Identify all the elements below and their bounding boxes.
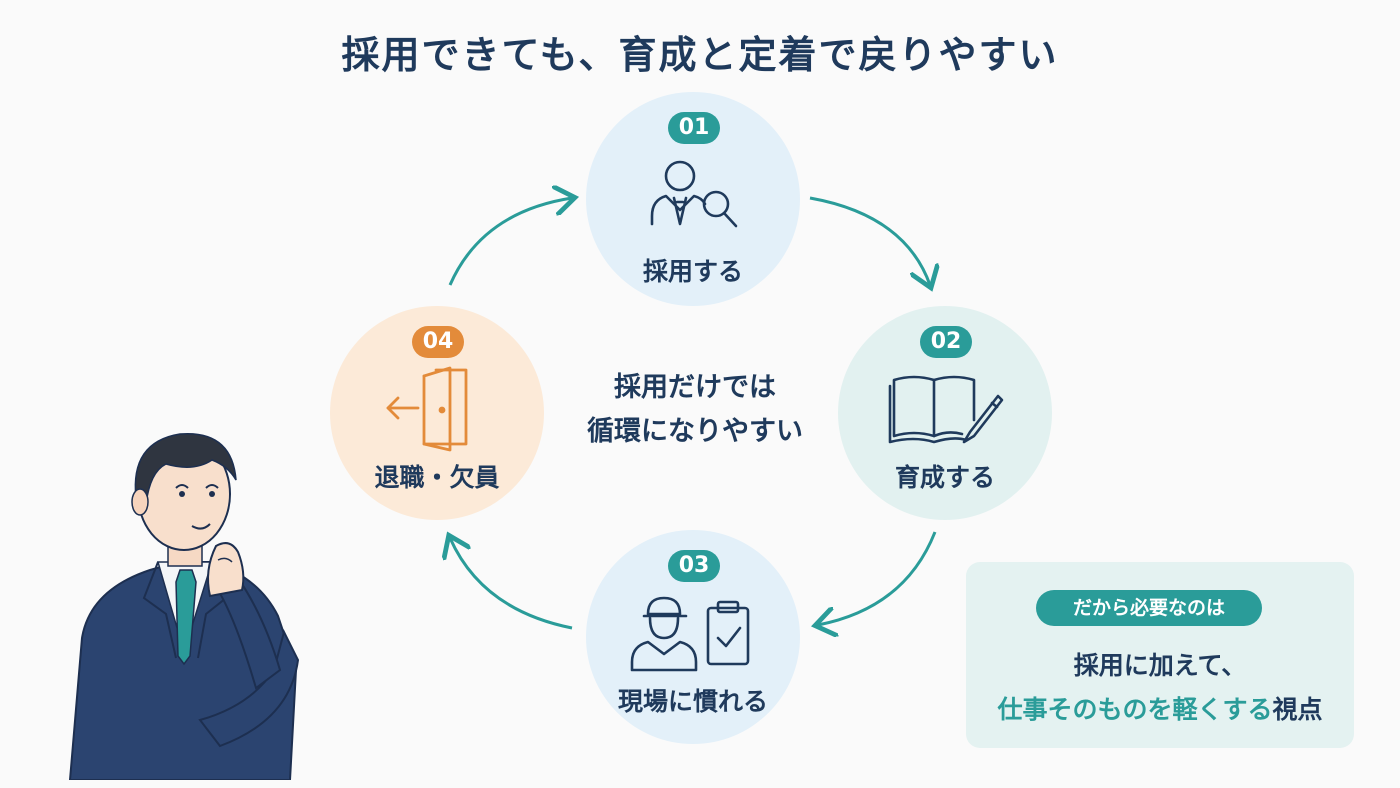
- step-01-label: 採用する: [642, 257, 743, 286]
- page-title: 採用できても、育成と定着で戻りやすい: [341, 33, 1059, 77]
- step-03-badge: 03: [668, 550, 720, 582]
- step-03-label: 現場に慣れる: [617, 687, 768, 716]
- center-message: 採用だけでは 循環になりやすい: [540, 366, 850, 454]
- step-04-badge: 04: [412, 326, 464, 358]
- step-04-circle: 04 退職・欠員: [330, 306, 544, 520]
- arrow-02-to-03: [818, 531, 937, 625]
- arrow-04-to-01: [448, 198, 572, 286]
- callout-line-1: 採用に加えて、: [1073, 651, 1247, 680]
- worker-clipboard-icon: [630, 596, 750, 672]
- step-03-circle: 03 現場に慣れる: [586, 530, 800, 744]
- center-line-1: 採用だけでは: [614, 372, 776, 403]
- recruit-search-icon: [650, 160, 738, 228]
- callout-box: だから必要なのは 採用に加えて、 仕事そのものを軽くする視点: [966, 562, 1354, 748]
- step-04-label: 退職・欠員: [374, 463, 500, 492]
- step-02-circle: 02 育成する: [838, 306, 1052, 520]
- step-01-badge: 01: [668, 112, 720, 144]
- arrow-03-to-04: [450, 538, 573, 630]
- callout-line-2: 仕事そのものを軽くする視点: [966, 690, 1354, 726]
- callout-highlight: 仕事そのものを軽くする: [997, 695, 1273, 724]
- step-02-badge: 02: [920, 326, 972, 358]
- step-02-label: 育成する: [894, 463, 995, 492]
- thinking-businessman-illustration: [68, 432, 300, 780]
- callout-suffix: 視点: [1272, 695, 1323, 724]
- arrow-01-to-02: [809, 196, 930, 285]
- book-pencil-icon: [888, 375, 1004, 444]
- callout-pill: だから必要なのは: [1036, 590, 1262, 626]
- center-line-2: 循環になりやすい: [587, 416, 803, 447]
- exit-door-icon: [386, 366, 468, 452]
- step-01-circle: 01 採用する: [586, 92, 800, 306]
